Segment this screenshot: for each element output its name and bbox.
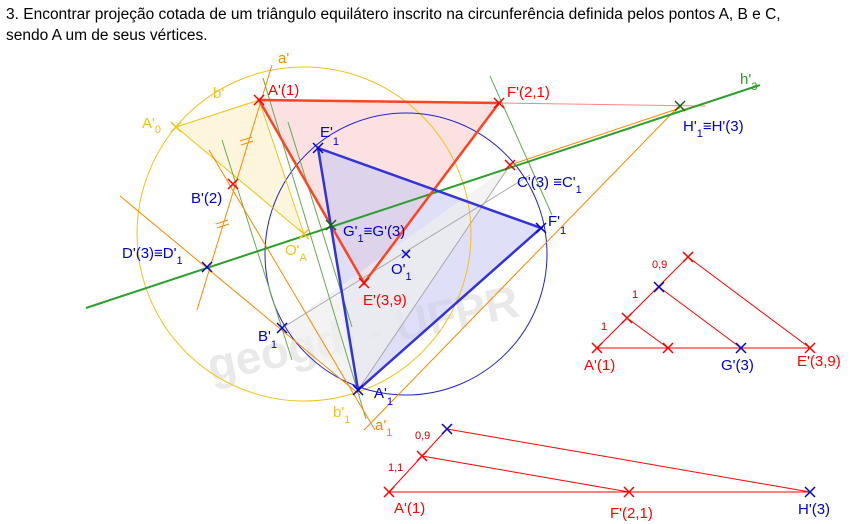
point-A1 (253, 94, 265, 106)
yellow-line-3 (258, 99, 305, 235)
label-E1: E'1 (320, 124, 339, 148)
point-F21 (493, 97, 505, 109)
point-C3 (504, 159, 516, 171)
circumcircle (264, 112, 548, 396)
point-H1 (674, 100, 686, 112)
label-a1: a'1 (375, 417, 392, 439)
scale-diagram-right (591, 251, 816, 354)
label-h3: h'3 (740, 71, 757, 93)
equal-mark-1 (239, 136, 253, 142)
point-A0 (170, 121, 182, 133)
point-F1 (535, 222, 547, 234)
label-H1: H'1≡H'(3) (683, 118, 744, 140)
scale-right-tick-1b: 1 (601, 321, 607, 333)
grey-line-2 (357, 164, 511, 391)
equal-mark-3 (215, 219, 229, 225)
scale-right-tick-1a: 1 (632, 289, 638, 301)
scale-right-label-A: A'(1) (584, 357, 615, 374)
rebated-circle (136, 66, 472, 402)
orange-line-c (363, 104, 681, 431)
scale-bottom-label-F: F'(2,1) (610, 505, 653, 522)
equal-mark-4 (216, 223, 230, 229)
label-B2: B'(2) (191, 190, 222, 207)
point-B1 (276, 322, 288, 334)
olive-line-2 (221, 139, 293, 361)
label-OA: O'A (285, 242, 308, 264)
grey-line-1 (281, 174, 531, 329)
scale-right-tick-09: 0,9 (652, 259, 667, 271)
scale-right-label-G: G'(3) (721, 357, 754, 374)
level-line-h3 (85, 84, 761, 309)
yellow-line-1 (175, 99, 260, 128)
triangle-blue-outline (316, 146, 544, 393)
orange-line-b (208, 149, 376, 431)
label-A0: A'0 (142, 115, 161, 136)
label-G1: G'1≡G'(3) (343, 223, 405, 245)
label-Ap1: A'1 (374, 385, 393, 408)
label-F1: F'1 (548, 213, 566, 237)
point-B2 (227, 178, 239, 190)
point-D1 (201, 261, 213, 273)
point-Ap1 (352, 384, 364, 396)
label-b-prime: b' (213, 85, 224, 102)
label-O1: O'1 (391, 261, 412, 283)
scale-bottom-label-H: H'(3) (798, 501, 830, 518)
label-C3: C'(3) ≡C'1 (517, 174, 582, 196)
label-D3: D'(3)≡D'1 (122, 245, 183, 267)
top-line-extension (498, 102, 707, 107)
label-B1: B'1 (258, 328, 277, 351)
orange-line-h (509, 107, 681, 166)
point-E39 (358, 277, 370, 289)
equal-mark-2 (240, 140, 254, 146)
scale-bottom-tick-09: 0,9 (415, 430, 430, 442)
yellow-line-2 (175, 126, 305, 235)
point-G1 (325, 219, 337, 231)
label-b1: b'1 (333, 404, 350, 426)
grey-wedge-fill (282, 165, 510, 390)
scale-bottom-tick-11: 1,1 (388, 462, 403, 474)
label-a-prime: a' (278, 50, 289, 67)
olive-line-4 (489, 75, 553, 216)
label-E39: E'(3,9) (363, 292, 407, 309)
point-O1 (401, 249, 411, 259)
problem-statement: 3. Encontrar projeção cotada de um triân… (6, 6, 781, 44)
label-A1: A'(1) (268, 82, 299, 99)
rebated-triangle-fill (176, 100, 304, 234)
scale-diagram-bottom (383, 423, 816, 498)
triangle-red-outline (256, 98, 502, 286)
point-E1 (312, 142, 324, 154)
scale-right-label-E: E'(3,9) (797, 353, 841, 370)
scale-bottom-label-A: A'(1) (394, 500, 425, 517)
orange-line-d (119, 195, 361, 396)
label-F21: F'(2,1) (507, 84, 550, 101)
point-OA (298, 228, 310, 240)
